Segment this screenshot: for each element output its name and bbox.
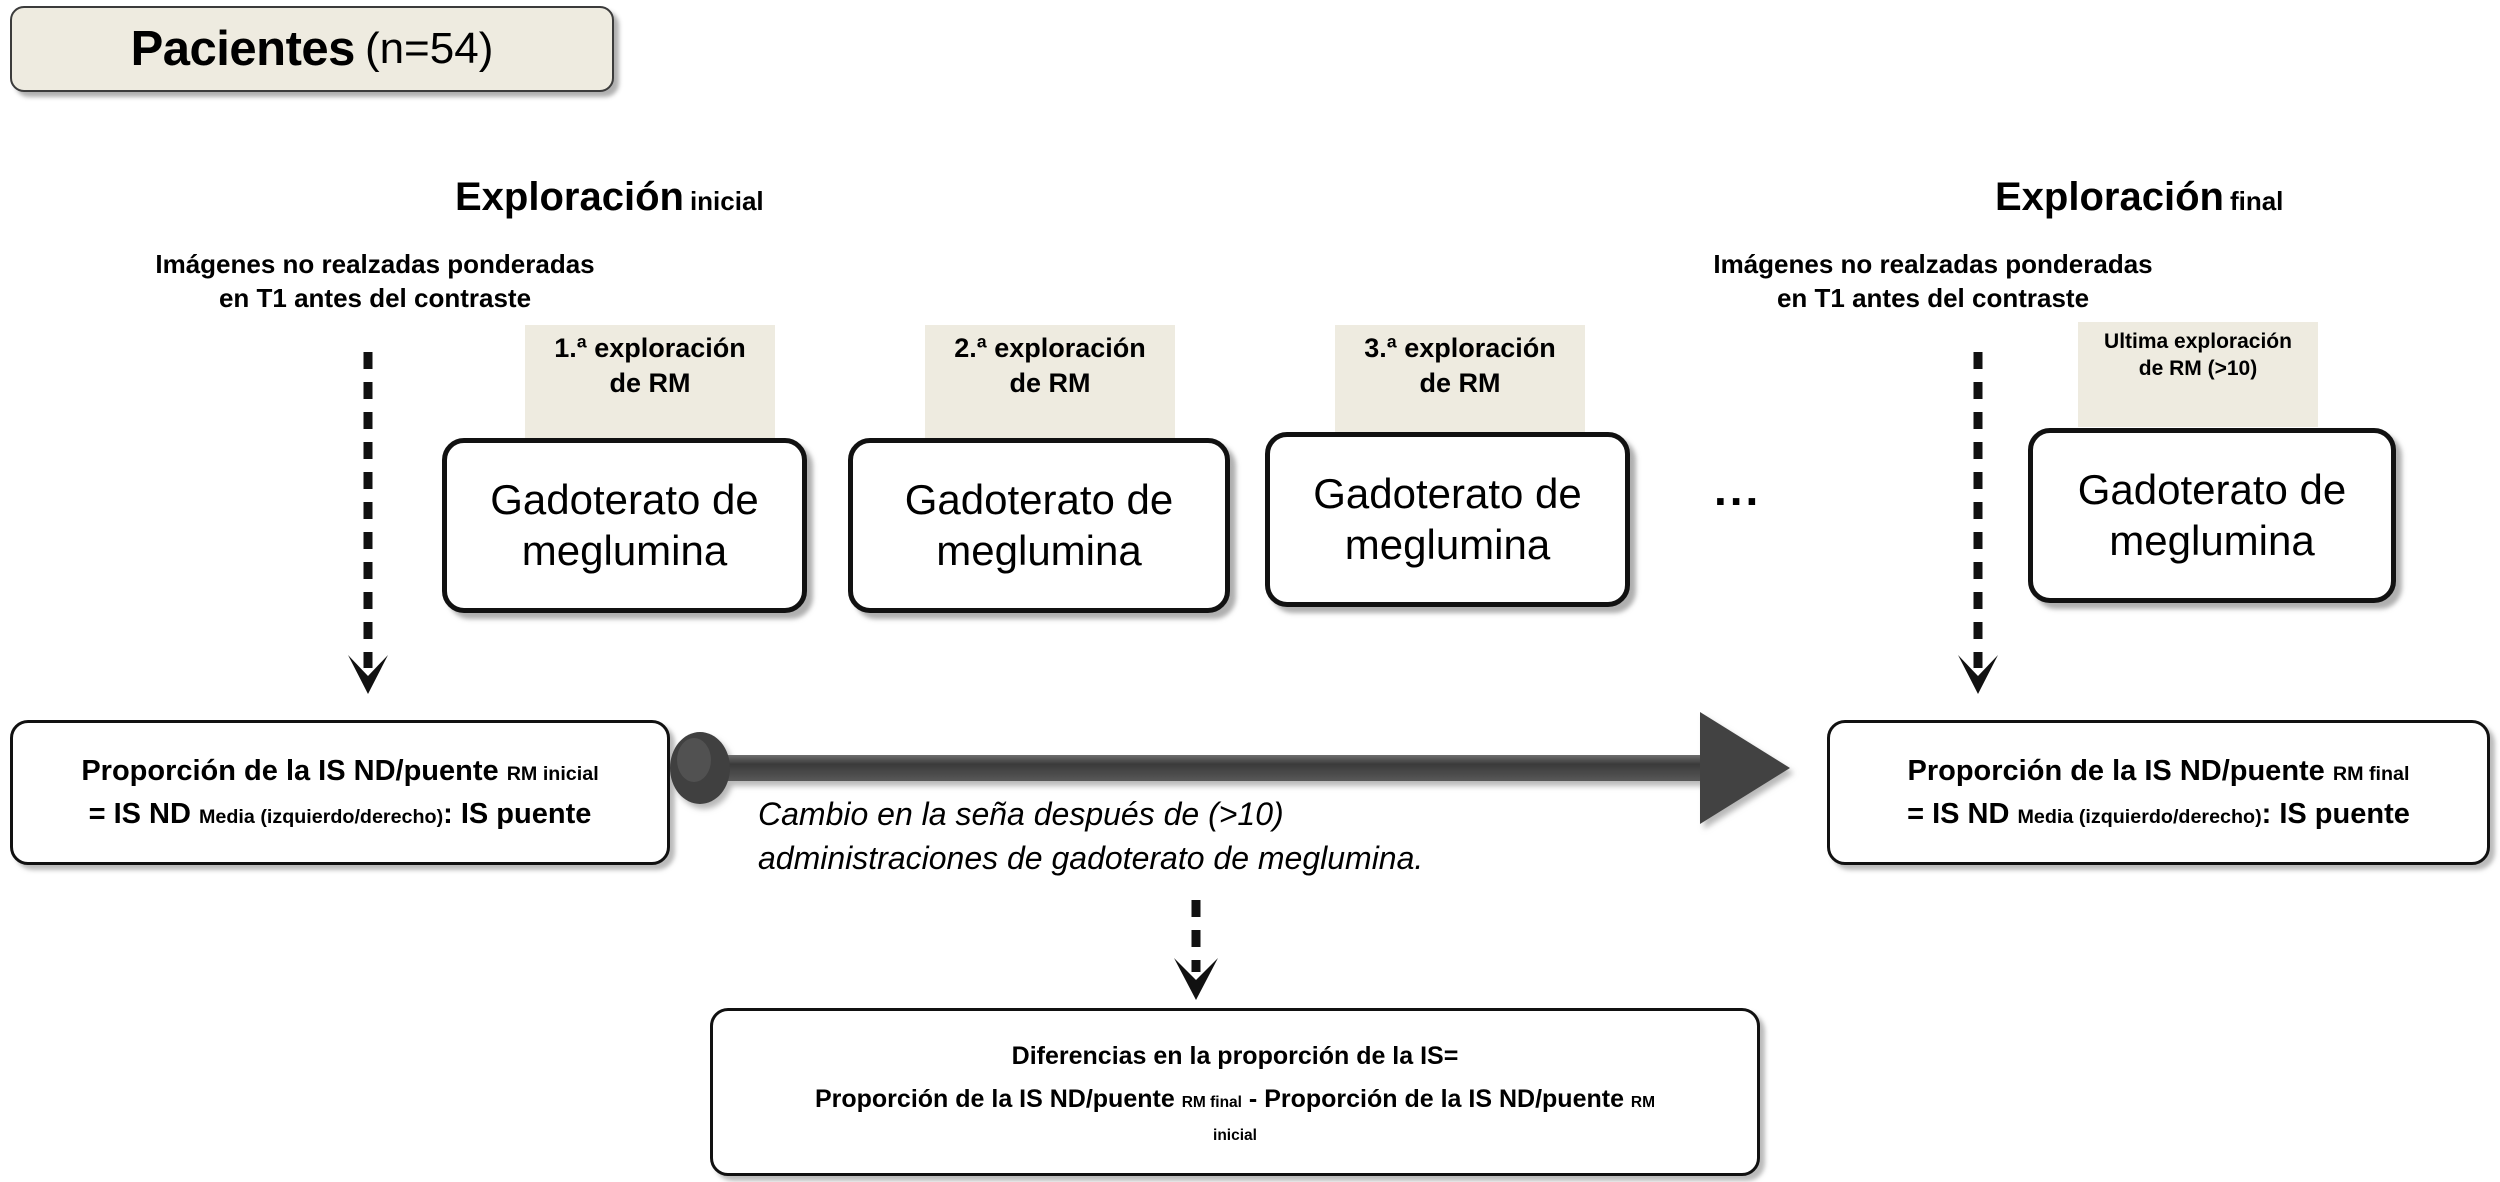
precontrast-note-final-line1: Imágenes no realzadas ponderadas xyxy=(1713,249,2153,279)
scan-label-3: 3.ª exploración de RM xyxy=(1335,325,1585,445)
patients-count: (n=54) xyxy=(364,24,494,73)
final-measure-box: Proporción de la IS ND/puente RM final =… xyxy=(1827,720,2490,865)
baseline-measure-line2: = IS ND Media (izquierdo/derecho): IS pu… xyxy=(81,793,598,835)
scan-label-last: Ultima exploración de RM (>10) xyxy=(2078,322,2318,427)
result-line2-b: Proporción de la IS ND/puente xyxy=(1264,1085,1624,1114)
scan-label-last-line2: de RM (>10) xyxy=(2138,357,2258,381)
result-line3: inicial xyxy=(1213,1127,1257,1145)
agent-box-1-line1: Gadoterato de xyxy=(490,476,759,524)
agent-box-last-line2: meglumina xyxy=(2109,516,2315,564)
result-line1: Diferencias en la proporción de la IS= xyxy=(1011,1041,1459,1070)
final-measure-line1-main: Proporción de la IS ND/puente xyxy=(1907,755,2325,788)
agent-box-3-line2: meglumina xyxy=(1344,520,1551,568)
arrow-caption-line1: Cambio en la seña después de (>10) xyxy=(758,796,1284,832)
baseline-measure-line1-main: Proporción de la IS ND/puente xyxy=(81,755,499,788)
final-measure-line1: Proporción de la IS ND/puente RM final xyxy=(1907,750,2410,792)
section-heading-baseline-label: Exploración xyxy=(455,175,684,219)
final-measure-line2-b: : IS puente xyxy=(2261,797,2410,830)
arrow-caption-line2: administraciones de gadoterato de meglum… xyxy=(758,840,1424,877)
dashed-arrow-baseline xyxy=(348,352,388,694)
precontrast-note-baseline-line2: en T1 antes del contraste xyxy=(218,282,532,313)
scan-label-1-line1: 1.ª exploración xyxy=(554,333,746,363)
scan-label-2: 2.ª exploración de RM xyxy=(925,325,1175,445)
arrow-caption: Cambio en la seña después de (>10) admin… xyxy=(758,792,1423,880)
agent-box-last-line1: Gadoterato de xyxy=(2077,466,2347,514)
baseline-measure-line2-b: : IS puente xyxy=(443,797,592,830)
page-title: Pacientes xyxy=(130,22,356,76)
scan-label-2-line2: de RM xyxy=(1009,367,1091,398)
scan-label-2-line1: 2.ª exploración xyxy=(954,333,1146,363)
baseline-measure-line1: Proporción de la IS ND/puente RM inicial xyxy=(81,750,598,792)
final-measure-line2-sub: Media (izquierdo/derecho) xyxy=(2017,805,2262,828)
baseline-measure-box: Proporción de la IS ND/puente RM inicial… xyxy=(10,720,670,865)
result-line2-sub-b: RM xyxy=(1630,1094,1656,1112)
result-box: Diferencias en la proporción de la IS= P… xyxy=(710,1008,1760,1176)
scan-label-3-line1: 3.ª exploración xyxy=(1364,333,1556,363)
agent-box-1: Gadoterato de meglumina xyxy=(442,438,807,613)
agent-box-2: Gadoterato de meglumina xyxy=(848,438,1230,613)
agent-box-3-line1: Gadoterato de xyxy=(1313,470,1582,518)
agent-box-3: Gadoterato de meglumina xyxy=(1265,432,1630,607)
dashed-arrow-result xyxy=(1174,900,1218,1000)
section-heading-final-label: Exploración xyxy=(1995,175,2224,219)
precontrast-note-final: Imágenes no realzadas ponderadas en T1 a… xyxy=(1668,248,2198,316)
agent-box-2-line2: meglumina xyxy=(936,526,1142,574)
result-line2-a: Proporción de la IS ND/puente xyxy=(814,1085,1175,1114)
result-line2: Proporción de la IS ND/puente RM final -… xyxy=(815,1078,1655,1122)
section-heading-final-qualifier: final xyxy=(2229,186,2284,216)
dashed-arrow-final xyxy=(1958,352,1998,694)
precontrast-note-final-line2: en T1 antes del contraste xyxy=(1776,282,2090,313)
baseline-measure-line2-a: = IS ND xyxy=(88,797,191,830)
result-line2-sub-a: RM final xyxy=(1181,1094,1242,1112)
precontrast-note-baseline-line1: Imágenes no realzadas ponderadas xyxy=(155,249,595,279)
final-measure-line2-a: = IS ND xyxy=(1907,797,2010,830)
section-heading-baseline-qualifier: inicial xyxy=(689,186,764,216)
scan-label-3-line2: de RM xyxy=(1419,367,1501,398)
precontrast-note-baseline: Imágenes no realzadas ponderadas en T1 a… xyxy=(110,248,640,316)
agent-box-1-line2: meglumina xyxy=(521,526,728,574)
final-measure-line1-sub: RM final xyxy=(2332,763,2410,786)
patients-title-box: Pacientes (n=54) xyxy=(10,6,614,92)
result-line2-minus: - xyxy=(1248,1085,1258,1114)
ellipsis-indicator: ... xyxy=(1714,463,1762,515)
baseline-measure-line2-sub: Media (izquierdo/derecho) xyxy=(199,805,444,828)
scan-label-1: 1.ª exploración de RM xyxy=(525,325,775,445)
final-measure-line2: = IS ND Media (izquierdo/derecho): IS pu… xyxy=(1907,793,2410,835)
agent-box-2-line1: Gadoterato de xyxy=(904,476,1174,524)
baseline-measure-line1-sub: RM inicial xyxy=(506,763,599,786)
agent-box-last: Gadoterato de meglumina xyxy=(2028,428,2396,603)
scan-label-1-line2: de RM xyxy=(609,367,691,398)
scan-label-last-line1: Ultima exploración xyxy=(2104,330,2292,353)
